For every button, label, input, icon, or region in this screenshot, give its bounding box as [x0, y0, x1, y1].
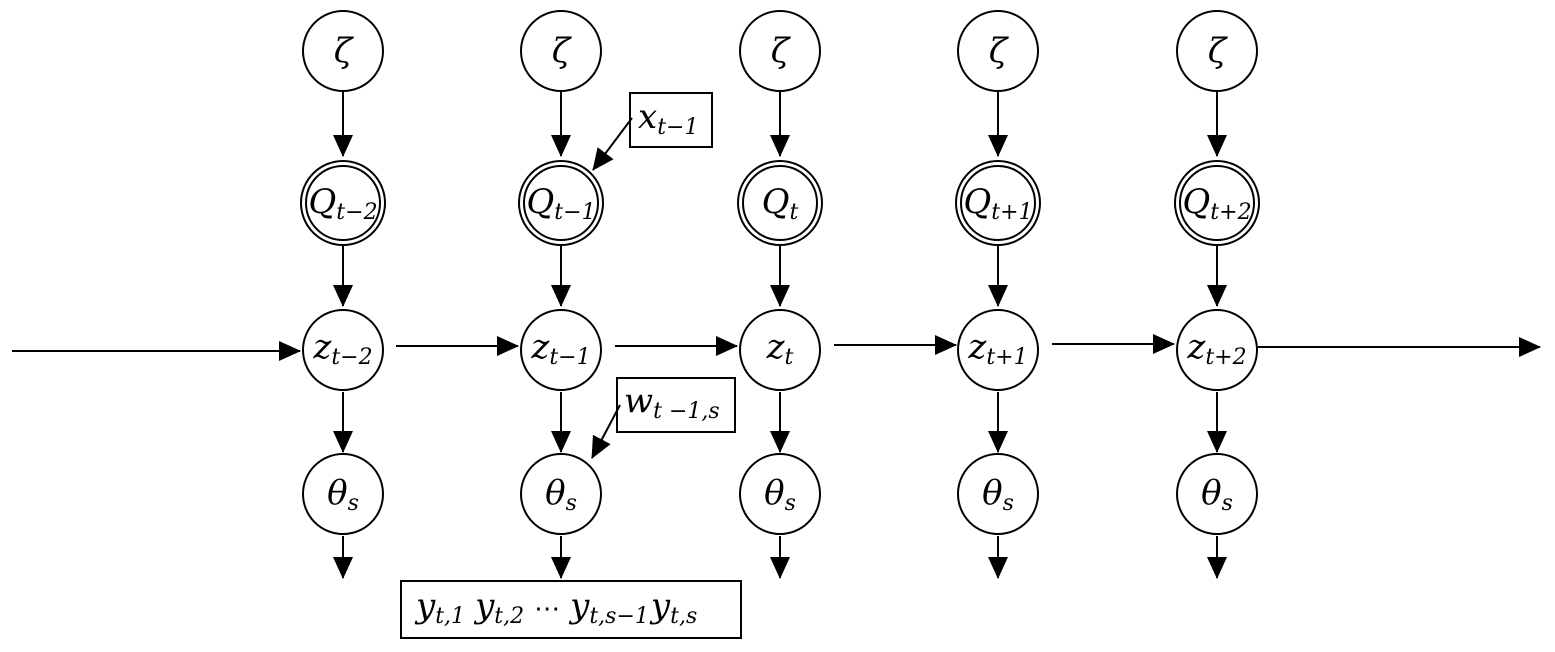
column-t-minus-2: ζ Qt−2 zt−2 θs	[300, 10, 386, 579]
node-q-inner	[523, 165, 599, 241]
label-theta: θs	[1201, 473, 1233, 516]
edge-x-to-q	[592, 117, 633, 171]
node-zeta	[957, 10, 1039, 92]
label-theta: θs	[545, 473, 577, 516]
node-z	[520, 309, 602, 391]
column-t-plus-1: ζ Qt+1 zt+1 θs	[955, 10, 1041, 579]
label-theta: θs	[982, 473, 1014, 516]
label-q: Qt−2	[308, 182, 377, 225]
node-z	[1176, 309, 1258, 391]
x-input-box: xt−1	[592, 92, 713, 171]
w-box-frame	[616, 377, 736, 433]
column-t-minus-1: ζ Qt−1 zt−1 θs	[518, 10, 604, 579]
node-theta	[957, 453, 1039, 535]
node-theta	[302, 453, 384, 535]
y-box-frame	[400, 580, 742, 639]
node-q-inner	[960, 165, 1036, 241]
label-z: zt+1	[967, 327, 1027, 370]
label-theta: θs	[327, 473, 359, 516]
label-q: Qt+1	[963, 182, 1032, 225]
label-theta: θs	[764, 473, 796, 516]
node-zeta	[302, 10, 384, 92]
node-theta	[520, 453, 602, 535]
node-zeta	[520, 10, 602, 92]
x-box-label: xt−1	[638, 97, 698, 140]
label-q: Qt	[762, 182, 799, 225]
label-z: zt−1	[530, 327, 590, 370]
label-z: zt	[766, 327, 794, 370]
node-zeta	[1176, 10, 1258, 92]
label-zeta: ζ	[334, 31, 355, 71]
x-box-frame	[629, 92, 713, 148]
column-t: ζ Qt zt θs	[737, 10, 823, 579]
node-theta	[1176, 453, 1258, 535]
label-z: zt+2	[1186, 327, 1246, 370]
edge-w-to-theta	[591, 404, 621, 459]
node-z	[302, 309, 384, 391]
label-zeta: ζ	[552, 31, 573, 71]
node-q-inner	[742, 165, 818, 241]
label-z: zt−2	[312, 327, 372, 370]
column-t-plus-2: ζ Qt+2 zt+2 θs	[1174, 10, 1260, 579]
label-zeta: ζ	[1208, 31, 1229, 71]
node-theta	[739, 453, 821, 535]
horizontal-chain	[12, 334, 1541, 361]
label-zeta: ζ	[989, 31, 1010, 71]
label-zeta: ζ	[771, 31, 792, 71]
node-z	[957, 309, 1039, 391]
node-z	[739, 309, 821, 391]
label-q: Qt+2	[1182, 182, 1251, 225]
w-box-label: wt −1,s	[624, 381, 720, 424]
node-zeta	[739, 10, 821, 92]
label-q: Qt−1	[526, 182, 595, 225]
w-weight-box: wt −1,s	[591, 377, 736, 459]
node-q-inner	[305, 165, 381, 241]
node-q-inner	[1179, 165, 1255, 241]
